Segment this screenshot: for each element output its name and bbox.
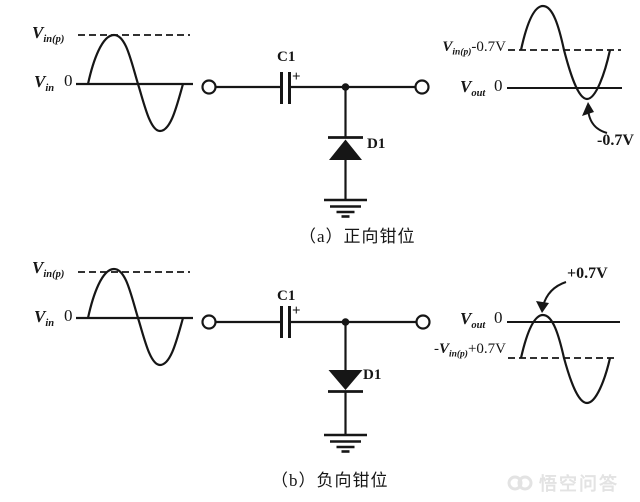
- clamp-level-label-a: -0.7V: [597, 132, 634, 149]
- input-terminal: [201, 79, 217, 95]
- vout-label-base: V: [460, 77, 472, 96]
- peak-label-sub: in(p): [43, 268, 65, 280]
- capacitor-label-a: C1: [277, 49, 296, 65]
- zero-label-output-b: 0: [494, 308, 503, 327]
- peak-voltage-label-a: Vin(p): [32, 24, 64, 45]
- vin-label-base: V: [34, 72, 46, 91]
- peak-label-base: V: [32, 23, 44, 42]
- zero-label-input-a: 0: [64, 71, 73, 90]
- watermark-logo-icon: [507, 475, 533, 491]
- dc-label-offset: -0.7V: [471, 39, 506, 55]
- input-terminal: [201, 314, 217, 330]
- dc-level-label-a: Vin(p)-0.7V: [442, 40, 506, 58]
- output-terminal: [414, 79, 430, 95]
- output-waveform-b: [507, 281, 620, 405]
- dc-label-base: V: [438, 341, 449, 357]
- diode-label-a: D1: [367, 136, 386, 152]
- diode-triangle: [328, 370, 363, 390]
- vin-label-sub: in: [45, 82, 55, 94]
- dc-label-base: V: [442, 39, 453, 55]
- sine-curve: [86, 267, 185, 367]
- dc-level-label-b: -Vin(p)+0.7V: [434, 342, 506, 360]
- peak-label-sub: in(p): [43, 33, 65, 45]
- watermark: 悟空问答: [506, 470, 619, 496]
- diode-triangle: [329, 139, 362, 160]
- vin-label-base: V: [34, 307, 46, 326]
- output-terminal: [415, 314, 431, 330]
- dc-label-sub: in(p): [452, 47, 472, 58]
- vout-label-base: V: [460, 309, 472, 328]
- clamper-circuit-a: [201, 72, 430, 218]
- dc-label-prefix: -: [433, 341, 439, 357]
- clamp-arrowhead: [582, 102, 594, 116]
- zero-label-input-b: 0: [64, 306, 73, 325]
- sine-curve: [86, 33, 185, 133]
- vin-axis-label-a: Vin: [34, 73, 54, 94]
- vin-axis-label-b: Vin: [34, 308, 54, 329]
- dc-label-sub: in(p): [448, 349, 468, 360]
- input-waveform-a: [76, 33, 193, 133]
- caption-a: （a）正向钳位: [299, 227, 416, 246]
- vout-axis-label-a: Vout: [460, 78, 485, 99]
- ground-icon: [324, 198, 367, 218]
- sine-curve: [519, 4, 612, 101]
- peak-voltage-label-b: Vin(p): [32, 259, 64, 280]
- clamp-arrowhead: [536, 301, 549, 313]
- input-waveform-b: [76, 267, 193, 367]
- clamp-level-label-b: +0.7V: [567, 265, 608, 282]
- peak-label-base: V: [32, 258, 44, 277]
- vout-axis-label-b: Vout: [460, 310, 485, 331]
- zero-label-output-a: 0: [494, 76, 503, 95]
- diode-symbol-cathode-up: [328, 136, 363, 160]
- caption-b: （b）负向钳位: [271, 471, 389, 490]
- clamper-circuit-b: [201, 306, 431, 453]
- capacitor-polarity-mark-b: +: [292, 303, 301, 319]
- capacitor-label-b: C1: [277, 288, 296, 304]
- vout-label-sub: out: [471, 319, 486, 331]
- clamp-arrow: [542, 281, 567, 307]
- vin-label-sub: in: [45, 317, 55, 329]
- capacitor-polarity-mark-a: +: [292, 69, 301, 85]
- sine-curve: [519, 313, 612, 405]
- diode-label-b: D1: [363, 367, 382, 383]
- ground-icon: [324, 433, 367, 453]
- output-waveform-a: [507, 4, 622, 134]
- diode-symbol-cathode-down: [328, 370, 363, 393]
- watermark-text: 悟空问答: [539, 474, 619, 494]
- dc-label-offset: +0.7V: [467, 341, 506, 357]
- vout-label-sub: out: [471, 87, 486, 99]
